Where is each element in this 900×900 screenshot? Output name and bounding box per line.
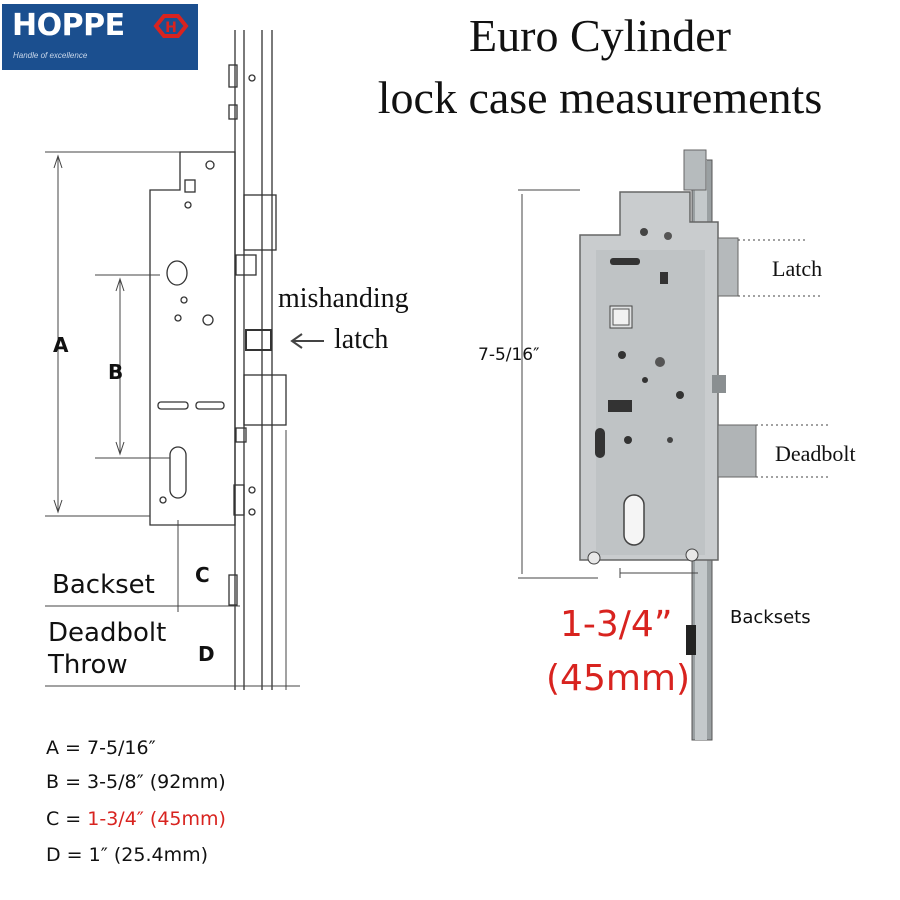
svg-text:H: H — [165, 20, 177, 36]
dimension-b-label: B — [108, 360, 124, 384]
backset-inch-value: 1-3/4” — [560, 604, 673, 645]
spec-b-value: 3-5/8″ (92mm) — [87, 771, 226, 793]
backset-label: Backset — [52, 570, 155, 600]
spec-c: C = 1-3/4″ (45mm) — [46, 808, 226, 830]
hoppe-logo: HOPPE H Handle of excellence — [2, 4, 198, 70]
spec-a-prefix: A = — [46, 737, 87, 759]
dimension-c-label: C — [195, 563, 210, 587]
mishanding-label: mishanding — [278, 283, 409, 314]
dimension-d-label: D — [198, 642, 215, 666]
backsets-label: Backsets — [730, 607, 811, 628]
throw-label: Throw — [48, 650, 128, 680]
deadbolt-label: Deadbolt — [48, 618, 167, 648]
title-line-1: Euro Cylinder — [469, 10, 731, 61]
spec-c-value: 1-3/4″ (45mm) — [87, 808, 226, 830]
spec-a-value: 7-5/16″ — [87, 737, 156, 759]
title-line-2: lock case measurements — [377, 72, 823, 123]
spec-b-prefix: B = — [46, 771, 88, 793]
height-label: 7-5/16″ — [478, 345, 540, 365]
spec-d: D = 1″ (25.4mm) — [46, 844, 208, 866]
hexagon-h-icon: H — [153, 14, 189, 38]
backset-mm-value: (45mm) — [546, 658, 691, 699]
dimension-a-label: A — [53, 333, 69, 357]
deadbolt-photo-label: Deadbolt — [775, 441, 856, 466]
latch-label: Latch — [772, 256, 823, 281]
logo-tagline: Handle of excellence — [13, 51, 88, 60]
spec-c-prefix: C = — [46, 808, 88, 830]
logo-wordmark: HOPPE — [12, 8, 125, 43]
spec-d-value: 1″ (25.4mm) — [88, 844, 209, 866]
spec-d-prefix: D = — [46, 844, 89, 866]
spec-a: A = 7-5/16″ — [46, 737, 156, 759]
mishanding-latch-label: latch — [334, 324, 389, 355]
spec-b: B = 3-5/8″ (92mm) — [46, 771, 226, 793]
